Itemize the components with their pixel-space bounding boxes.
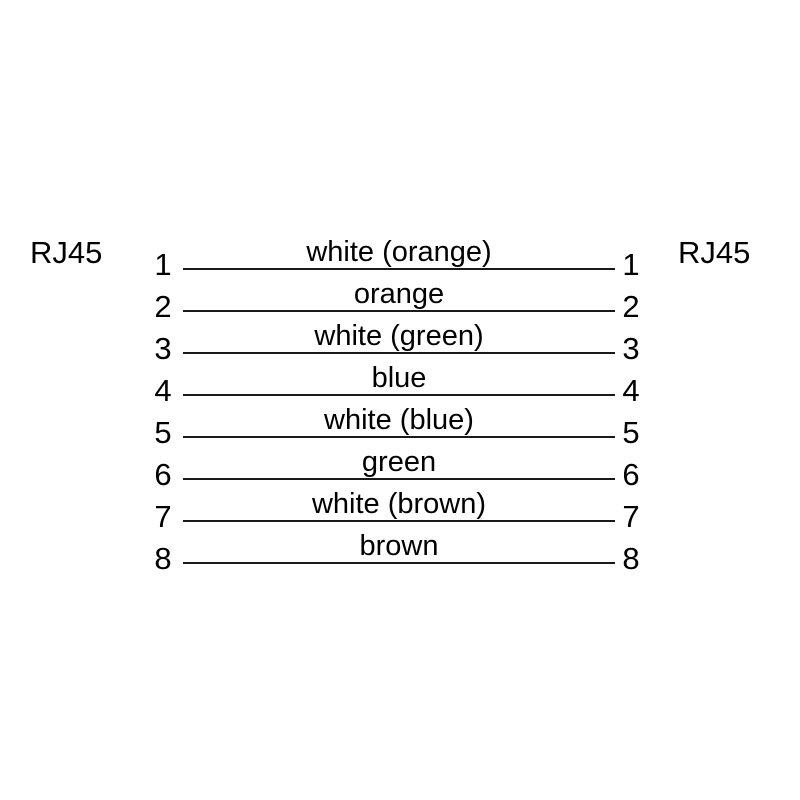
right-pin-number: 8 — [622, 541, 640, 576]
wire-row: 2 orange 2 — [0, 278, 800, 324]
left-pin-number: 7 — [154, 499, 172, 534]
wire-line — [183, 562, 615, 564]
left-pin-number: 4 — [154, 373, 172, 408]
wire-line — [183, 268, 615, 270]
left-pin-number: 5 — [154, 415, 172, 450]
left-pin-number: 2 — [154, 289, 172, 324]
left-pin-number: 6 — [154, 457, 172, 492]
wire-row: 8 brown 8 — [0, 530, 800, 576]
wire-row: 5 white (blue) 5 — [0, 404, 800, 450]
wire-label: white (brown) — [311, 488, 487, 520]
wire-line — [183, 436, 615, 438]
wire-label: white (blue) — [324, 404, 474, 436]
right-pin-number: 7 — [622, 499, 640, 534]
wire-row: 3 white (green) 3 — [0, 320, 800, 366]
wire-line — [183, 520, 615, 522]
wire-label: white (orange) — [306, 236, 492, 268]
wire-label: brown — [359, 530, 439, 562]
left-pin-number: 3 — [154, 331, 172, 366]
wire-label: blue — [371, 362, 427, 394]
right-pin-number: 3 — [622, 331, 640, 366]
left-pin-number: 1 — [154, 247, 172, 282]
wire-label: green — [361, 446, 437, 478]
wire-row: 1 white (orange) 1 — [0, 236, 800, 282]
wire-label: white (green) — [314, 320, 484, 352]
wire-row: 4 blue 4 — [0, 362, 800, 408]
wire-line — [183, 352, 615, 354]
left-pin-number: 8 — [154, 541, 172, 576]
right-pin-number: 4 — [622, 373, 640, 408]
right-pin-number: 5 — [622, 415, 640, 450]
right-pin-number: 2 — [622, 289, 640, 324]
wire-label: orange — [353, 278, 445, 310]
wire-row: 7 white (brown) 7 — [0, 488, 800, 534]
wire-line — [183, 478, 615, 480]
right-pin-number: 1 — [622, 247, 640, 282]
wire-line — [183, 310, 615, 312]
left-connector-label: RJ45 — [30, 235, 103, 270]
wire-row: 6 green 6 — [0, 446, 800, 492]
right-pin-number: 6 — [622, 457, 640, 492]
right-connector-label: RJ45 — [678, 235, 751, 270]
wire-line — [183, 394, 615, 396]
